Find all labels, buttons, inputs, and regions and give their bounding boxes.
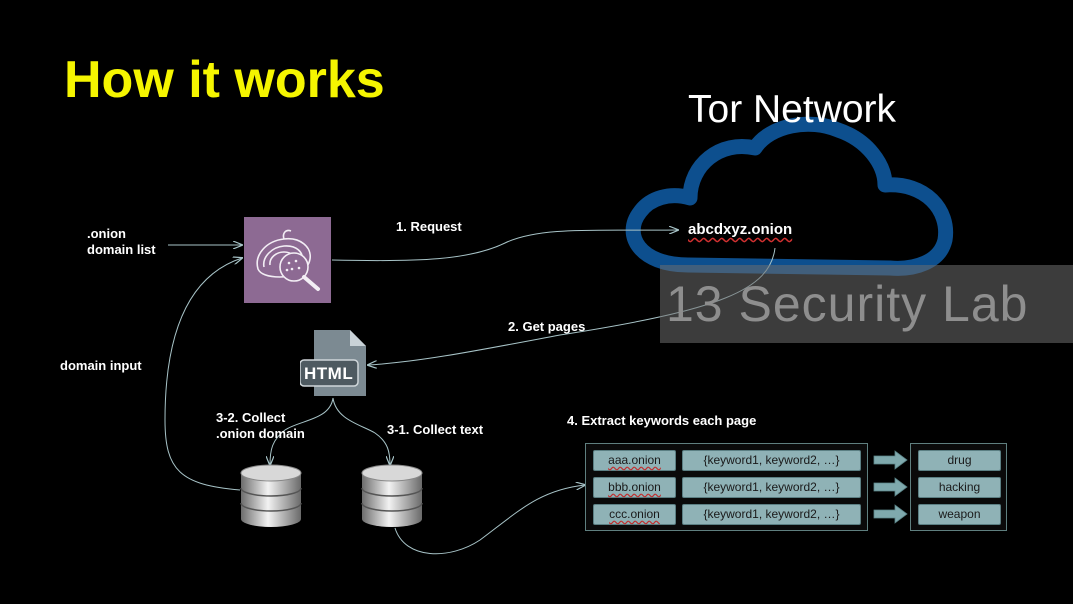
domain-cell: aaa.onion bbox=[593, 450, 676, 471]
onion-list-line2: domain list bbox=[87, 242, 156, 257]
tor-cloud-shape bbox=[625, 116, 954, 276]
category-cell: hacking bbox=[918, 477, 1001, 498]
html-icon-text: HTML bbox=[304, 364, 354, 383]
domain-input-label: domain input bbox=[60, 358, 142, 373]
keywords-cell: {keyword1, keyword2, …} bbox=[682, 477, 861, 498]
onion-crawler-icon bbox=[244, 217, 331, 303]
collect-text-arrow bbox=[332, 397, 390, 465]
collect-domain-label: 3-2. Collect .onion domain bbox=[216, 410, 305, 442]
category-cell: drug bbox=[918, 450, 1001, 471]
extract-label: 4. Extract keywords each page bbox=[567, 413, 757, 428]
slide-title: How it works bbox=[64, 51, 385, 109]
domain-cell: ccc.onion bbox=[593, 504, 676, 525]
keywords-cell: {keyword1, keyword2, …} bbox=[682, 504, 861, 525]
keywords-cell: {keyword1, keyword2, …} bbox=[682, 450, 861, 471]
html-file-icon: HTML bbox=[299, 330, 368, 396]
watermark: 13 Security Lab bbox=[660, 265, 1073, 343]
onion-list-line1: .onion bbox=[87, 226, 126, 241]
domain-cell: bbb.onion bbox=[593, 477, 676, 498]
request-arrow bbox=[331, 230, 678, 262]
onion-list-label: .onion domain list bbox=[87, 226, 156, 258]
classify-arrows bbox=[873, 450, 908, 524]
request-label: 1. Request bbox=[396, 219, 462, 234]
classify-arrow-icon bbox=[873, 477, 908, 497]
collect-domain-line2: .onion domain bbox=[216, 426, 305, 441]
domain-database-icon bbox=[240, 464, 302, 528]
collect-domain-arrow bbox=[270, 397, 334, 465]
collect-text-label: 3-1. Collect text bbox=[387, 422, 484, 437]
classify-arrow-icon bbox=[873, 504, 908, 524]
domain-input-arrow bbox=[164, 258, 242, 491]
watermark-text: 13 Security Lab bbox=[666, 276, 1029, 332]
extract-arrow bbox=[394, 485, 585, 555]
classify-arrow-icon bbox=[873, 450, 908, 470]
tor-network-title: Tor Network bbox=[688, 88, 897, 131]
get-pages-label: 2. Get pages bbox=[508, 319, 586, 334]
category-cell: weapon bbox=[918, 504, 1001, 525]
onion-url: abcdxyz.onion bbox=[688, 221, 793, 238]
collect-domain-line1: 3-2. Collect bbox=[216, 410, 286, 425]
text-database-icon bbox=[361, 464, 423, 528]
